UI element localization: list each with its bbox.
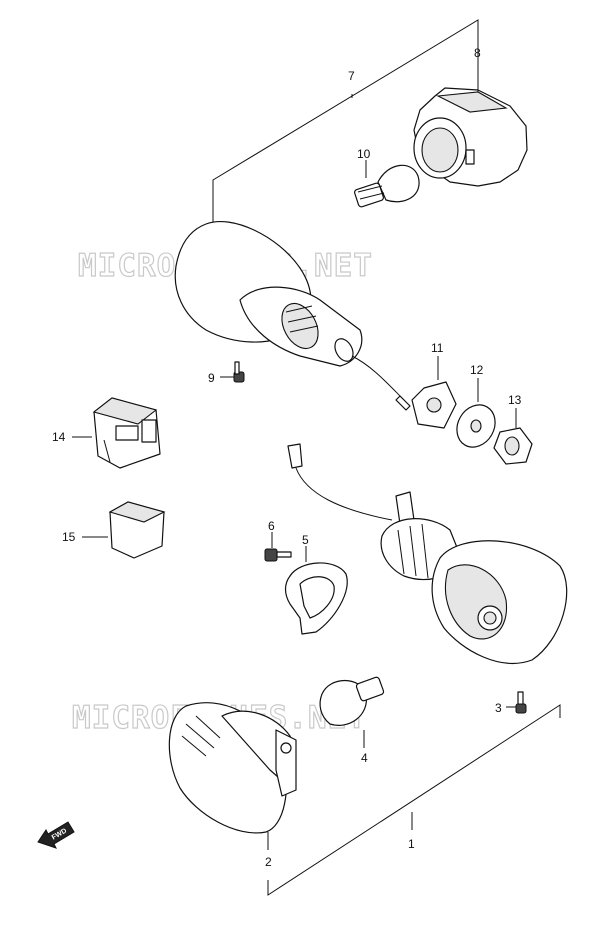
assembly-bracket-1	[267, 704, 561, 896]
callout-15: 15	[62, 530, 76, 544]
front-turn-signal-assembly	[287, 443, 568, 664]
part-9-screw	[220, 361, 245, 383]
callout-4: 4	[361, 751, 368, 765]
part-4-bulb	[319, 676, 385, 748]
callout-9: 9	[208, 371, 215, 385]
part-15-relay	[82, 501, 166, 559]
forward-direction-arrow: FWD	[37, 821, 75, 849]
callout-7: 7	[348, 69, 355, 83]
part-14-relay-socket	[72, 397, 161, 469]
part-8-lens-housing	[413, 48, 528, 187]
callout-11: 11	[431, 341, 444, 355]
callout-1: 1	[408, 837, 415, 851]
part-3-screw	[506, 691, 527, 714]
callout-5: 5	[302, 533, 309, 547]
callout-6: 6	[268, 519, 275, 533]
callout-12: 12	[470, 363, 484, 377]
part-11-plate	[411, 356, 457, 429]
part-6-screw	[264, 532, 292, 562]
part-2-lens	[168, 702, 297, 850]
callout-8: 8	[474, 46, 481, 60]
callout-2: 2	[265, 855, 272, 869]
callout-14: 14	[52, 430, 66, 444]
part-13-nut	[493, 408, 533, 465]
part-7-turn-signal-body	[174, 220, 411, 411]
part-5-bracket	[284, 546, 348, 635]
callout-10: 10	[357, 147, 371, 161]
callout-13: 13	[508, 393, 522, 407]
part-12-washer	[456, 378, 496, 448]
part-10-bulb	[354, 160, 420, 208]
assembly-bracket-7	[212, 19, 479, 226]
callout-3: 3	[495, 701, 502, 715]
